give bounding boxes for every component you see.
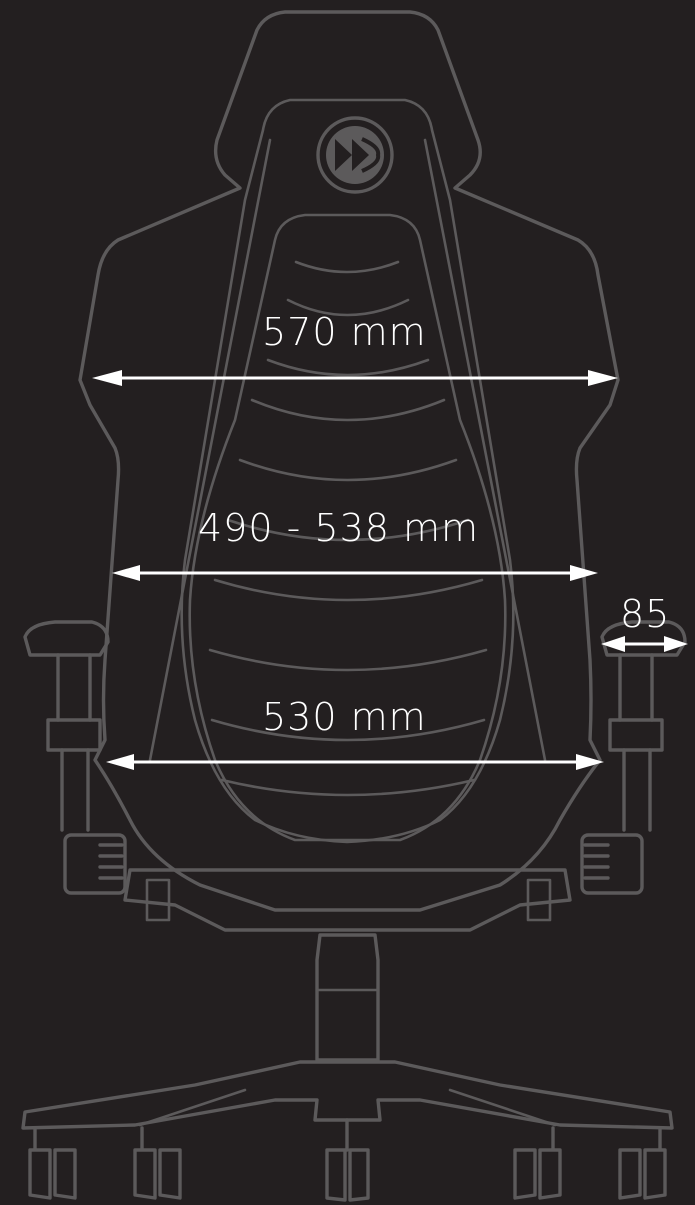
brand-logo-icon [316,116,394,194]
caster-wheels [28,1118,667,1202]
seat-lever-left [145,878,171,922]
dimension-seat-line [112,565,598,581]
cushion-outline [188,213,507,842]
armrest-left [23,620,127,895]
wheel-base [21,1060,674,1130]
seat-base [123,868,572,932]
cushion-stitching [208,260,488,797]
armrest-right [580,620,687,895]
backrest-outline [78,10,620,912]
side-line-right [423,138,547,762]
dimension-base-line [106,754,604,770]
backrest-inner [180,98,515,844]
backrest-width-label: 570 mm [262,310,427,354]
armrest-width-label: 85 [620,592,671,636]
base-width-label: 530 mm [262,695,427,739]
side-line-left [148,138,272,762]
seat-width-label: 490 - 538 mm [198,506,480,550]
gas-lift [315,933,380,1062]
dimension-armrest-line [601,636,688,652]
seat-lever-right [526,878,552,922]
dimension-backrest-line [92,370,618,386]
